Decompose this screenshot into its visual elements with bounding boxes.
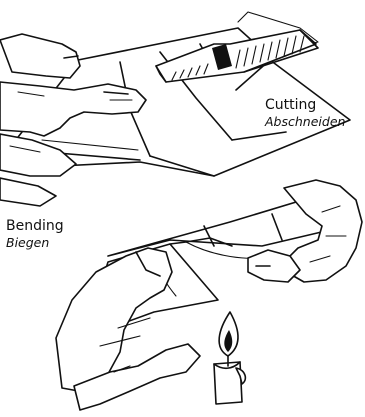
cutting-label: Cutting bbox=[265, 98, 316, 112]
bending-label-german: Biegen bbox=[6, 237, 49, 250]
cutting-label-german: Abschneiden bbox=[265, 116, 345, 129]
flame-icon bbox=[219, 312, 238, 356]
candle-icon bbox=[214, 356, 245, 404]
bending-scene bbox=[56, 180, 362, 410]
bending-label: Bending bbox=[6, 219, 64, 233]
